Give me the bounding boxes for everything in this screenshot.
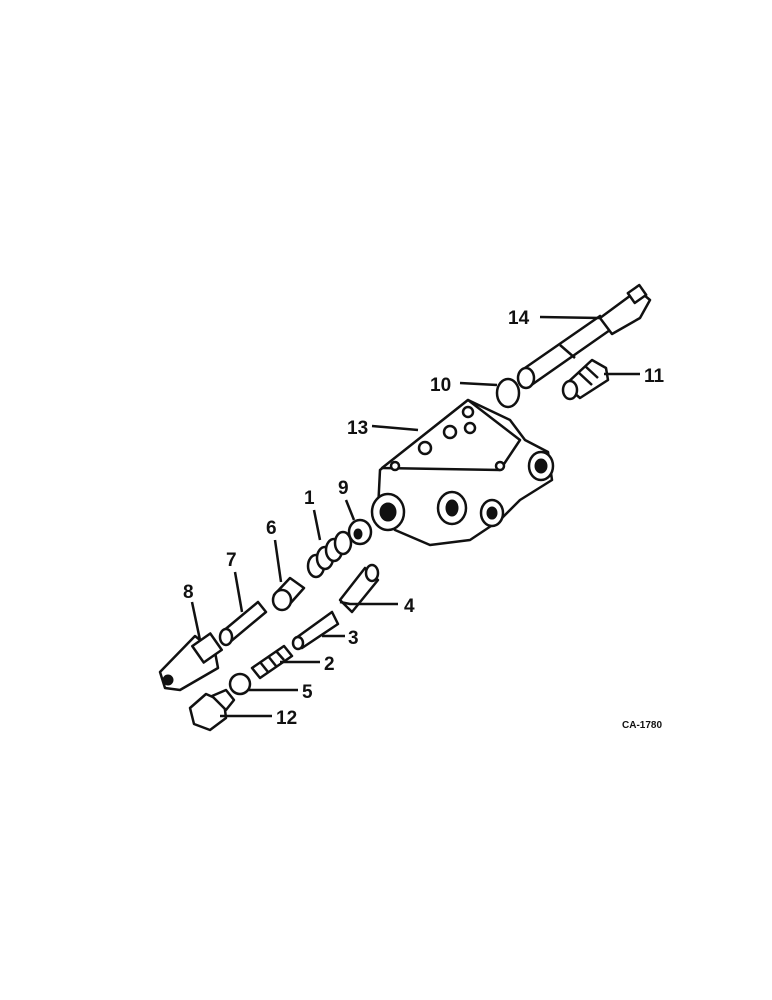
poppet-part-7 — [218, 600, 268, 647]
callout-4: 4 — [404, 596, 415, 617]
callout-12: 12 — [276, 708, 297, 729]
sleeve-part-6 — [271, 576, 306, 612]
callout-6: 6 — [266, 518, 277, 539]
pin-part-3 — [291, 610, 340, 651]
callout-10: 10 — [430, 375, 451, 396]
callout-14: 14 — [508, 308, 530, 329]
washer-part-5 — [228, 672, 252, 696]
callout-8: 8 — [183, 582, 194, 603]
plunger-part-4 — [338, 563, 380, 614]
callout-3: 3 — [348, 628, 359, 649]
drawing-code: CA-1780 — [622, 720, 662, 731]
callout-11: 11 — [644, 366, 665, 387]
leader-lines — [190, 315, 640, 718]
plug-part-11 — [561, 358, 610, 401]
callout-2: 2 — [324, 654, 335, 675]
hex-plug-part-12 — [188, 688, 236, 732]
callout-7: 7 — [226, 550, 237, 571]
callout-1: 1 — [304, 488, 315, 509]
seat-part-9 — [347, 518, 373, 546]
spring-part-2 — [250, 644, 294, 680]
callout-13: 13 — [347, 418, 368, 439]
o-ring-part-10 — [495, 377, 521, 409]
spring-part-1 — [306, 530, 353, 579]
valve-body-part-13 — [370, 398, 555, 547]
callout-9: 9 — [338, 478, 349, 499]
relief-cap-part-8 — [158, 632, 223, 692]
spool-part-14 — [516, 283, 652, 390]
callout-5: 5 — [302, 682, 313, 703]
